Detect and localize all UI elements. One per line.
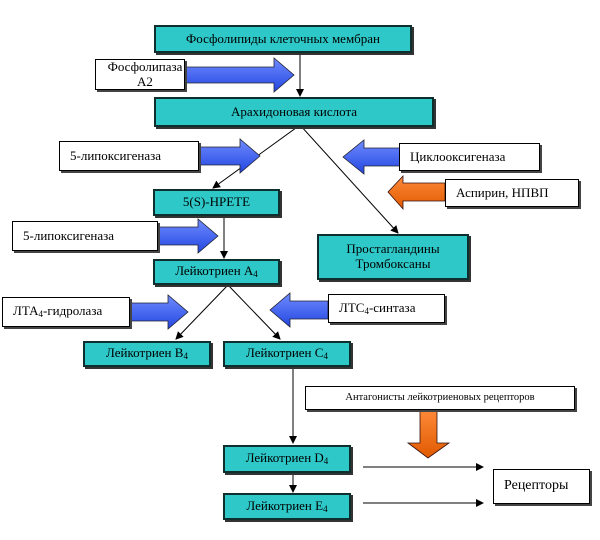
enzyme-cyclooxygenase-label: Циклооксигеназа xyxy=(410,148,506,164)
enzyme-lipoxygenase-1-label: 5-липоксигеназа xyxy=(70,147,162,163)
node-ltc4: Лейкотриен С4 xyxy=(223,341,351,367)
block-arrow-antagonists xyxy=(406,408,451,459)
node-phospholipids-label: Фосфолипиды клеточных мембран xyxy=(185,30,381,46)
node-lta4-label: Лейкотриен А4 xyxy=(175,263,258,280)
node-arachidonic-acid: Арахидоновая кислота xyxy=(154,97,434,127)
block-arrow-cyclooxygenase xyxy=(342,139,401,175)
inhibitor-antagonists-label: Антагонисты лейкотриеновых рецепторов xyxy=(345,391,535,403)
node-phospholipids: Фосфолипиды клеточных мембран xyxy=(154,25,412,53)
enzyme-ltc4-synthase-label: ЛТС4-синтаза xyxy=(339,299,416,316)
enzyme-lipoxygenase-2-label: 5-липоксигеназа xyxy=(23,227,115,243)
node-ltb4-label: Лейкотриен В4 xyxy=(106,345,188,362)
block-arrow-aspirin xyxy=(387,174,446,211)
node-receptors-label: Рецепторы xyxy=(504,478,569,494)
node-lte4: Лейкотриен Е4 xyxy=(223,493,351,520)
inhibitor-aspirin: Аспирин, НПВП xyxy=(445,179,579,207)
arrow-lta4-to-ltb4 xyxy=(175,284,229,340)
node-lte4-label: Лейкотриен Е4 xyxy=(246,497,328,514)
enzyme-cyclooxygenase: Циклооксигеназа xyxy=(399,143,540,171)
enzyme-phospholipase: Фосфолипаза А2 xyxy=(95,59,185,90)
node-ltb4: Лейкотриен В4 xyxy=(83,341,211,367)
block-arrow-ltc4-synthase xyxy=(269,292,329,328)
enzyme-lipoxygenase-1: 5-липоксигеназа xyxy=(59,141,199,171)
node-ltd4-label: Лейкотриен D4 xyxy=(245,450,329,467)
enzyme-ltc4-synthase: ЛТС4-синтаза xyxy=(328,294,445,323)
enzyme-phospholipase-label: Фосфолипаза А2 xyxy=(107,58,183,89)
node-hpete-label: 5(S)-HPETE xyxy=(182,194,251,210)
inhibitor-aspirin-label: Аспирин, НПВП xyxy=(456,184,549,200)
block-arrow-lipoxygenase-1 xyxy=(197,138,261,174)
enzyme-lta4-hydrolase: ЛТА4-гидролаза xyxy=(2,297,130,327)
enzyme-lipoxygenase-2: 5-липоксигеназа xyxy=(12,221,158,251)
node-ltd4: Лейкотриен D4 xyxy=(223,445,351,473)
node-receptors: Рецепторы xyxy=(493,469,590,504)
enzyme-lta4-hydrolase-label: ЛТА4-гидролаза xyxy=(13,303,103,320)
arrow-arachidonic-to-prostaglandins xyxy=(299,124,399,234)
node-arachidonic-acid-label: Арахидоновая кислота xyxy=(230,103,358,119)
block-arrow-lta4-hydrolase xyxy=(127,294,189,330)
node-hpete: 5(S)-HPETE xyxy=(153,189,280,216)
block-arrow-phospholipase xyxy=(183,57,295,93)
node-ltc4-label: Лейкотриен С4 xyxy=(246,345,328,362)
block-arrow-lipoxygenase-2 xyxy=(157,218,219,254)
arrow-lta4-to-ltc4 xyxy=(227,284,281,340)
node-lta4: Лейкотриен А4 xyxy=(153,259,280,285)
inhibitor-antagonists: Антагонисты лейкотриеновых рецепторов xyxy=(305,386,575,410)
